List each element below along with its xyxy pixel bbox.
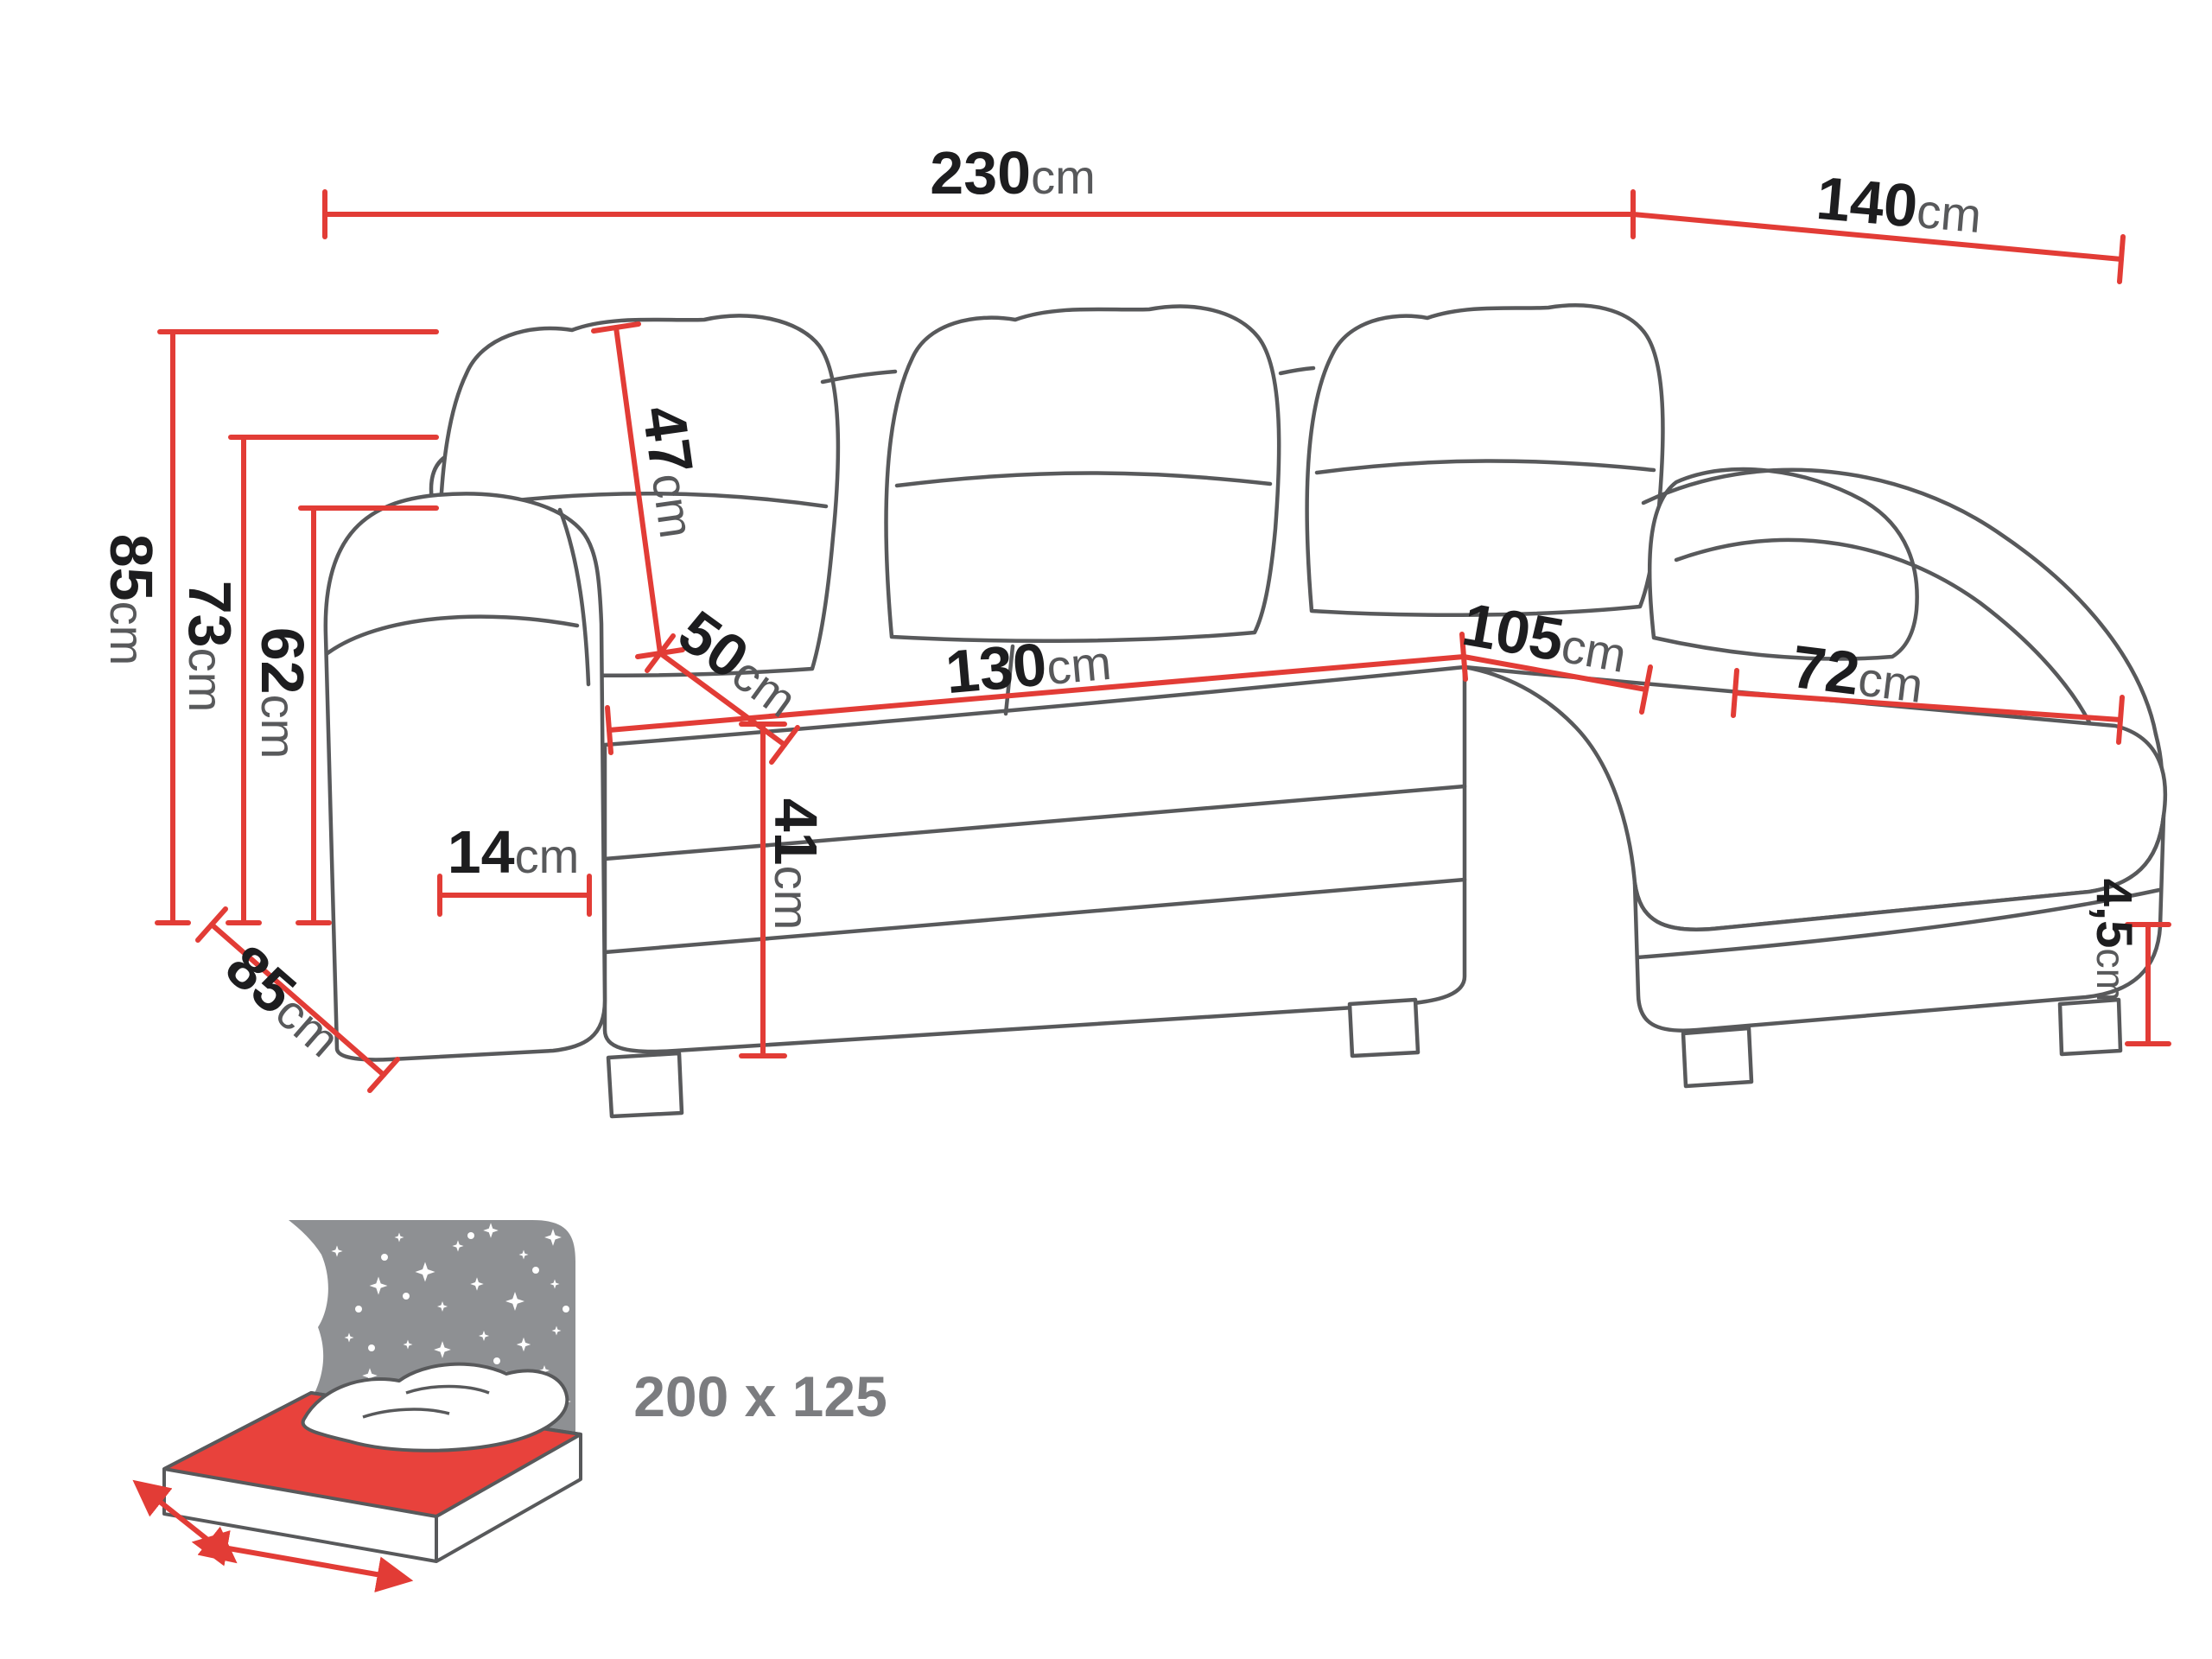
sofa-leg-4: [2057, 997, 2123, 1057]
dimline-seat-width: [607, 654, 1466, 733]
left-armrest-seam: [325, 614, 580, 656]
dimline-back-cushion: [613, 325, 663, 656]
dimline-chaise-seat: [1732, 690, 2123, 722]
dimline-corner-seat: [1461, 654, 1649, 692]
sofa-leg-3: [1681, 1026, 1754, 1089]
back-pillow-2-crease: [894, 471, 1273, 488]
label-sleeping-area-size: 200 x 125: [633, 1364, 887, 1428]
label-seat-height: 41cm: [762, 798, 830, 931]
right-arm-inner: [1674, 537, 2099, 741]
dimline-depth: [209, 922, 386, 1077]
back-pillow-3-crease: [1314, 459, 1656, 475]
label-leg-height: 4,5cm: [2086, 878, 2142, 1002]
chaise-seat-top: [1462, 664, 2168, 932]
chaise-front-seam: [1635, 887, 2162, 960]
sofa-line-art: [323, 303, 2168, 1119]
back-frame-gap-1: [820, 369, 898, 385]
duvet: [301, 1362, 569, 1452]
duvet-fold-1: [362, 1408, 450, 1419]
label-armrest-width: 14cm: [447, 818, 580, 886]
seat-skirt-seam-2: [602, 877, 1467, 955]
label-height-total: 85cm: [98, 533, 165, 666]
right-arm-outer: [1641, 467, 2158, 737]
label-height-armrest: 62cm: [249, 626, 316, 760]
sofa-leg-1: [606, 1051, 684, 1119]
seat-cushion-gap: [1003, 644, 1015, 716]
seat-skirt-seam-1: [602, 784, 1467, 861]
dimline-side-depth: [1630, 212, 2124, 262]
chaise-back-cushion: [1647, 467, 1919, 661]
label-height-backrest: 73cm: [176, 580, 244, 713]
bed-size-arrows: [132, 1479, 414, 1592]
dimension-lines: [155, 189, 2171, 1093]
bed-width-arrow: [191, 1530, 414, 1592]
left-armrest: [323, 492, 607, 1062]
back-frame-gap-2: [1278, 365, 1316, 376]
duvet-fold-2: [405, 1384, 490, 1395]
chaise-front-face: [1632, 813, 2166, 1033]
label-total-width: 230cm: [930, 139, 1096, 207]
left-armrest-roll: [557, 507, 591, 687]
seat-front-skirt: [602, 664, 1467, 1054]
sofa-bed-sleeping-area-icon: [132, 1220, 582, 1592]
sofa-leg-2: [1347, 997, 1421, 1058]
